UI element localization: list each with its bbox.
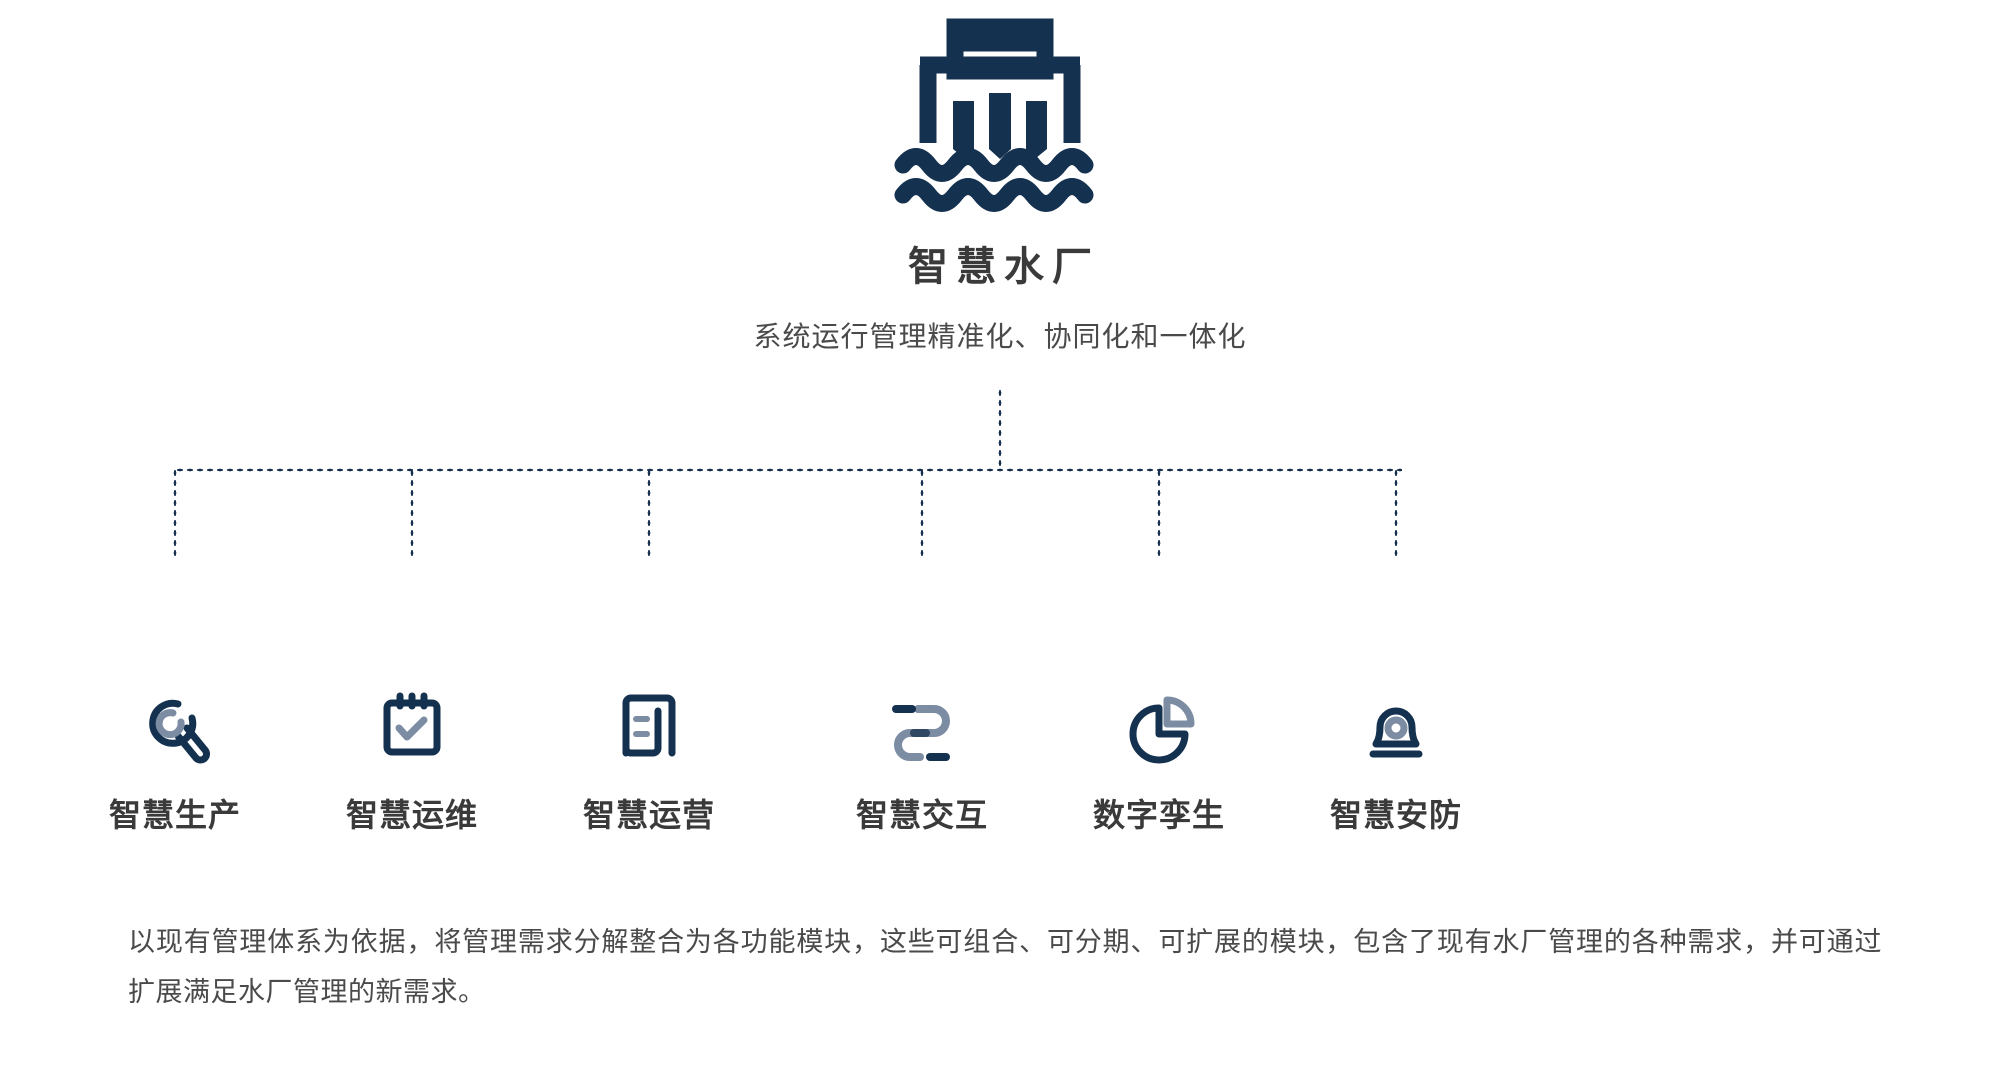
connector-drop-1 [173, 468, 177, 556]
document-list-icon [609, 690, 689, 768]
calendar-check-icon [372, 690, 452, 768]
diagram-header: 智慧水厂 系统运行管理精准化、协同化和一体化 [0, 0, 2000, 355]
feature-node-label: 智慧生产 [108, 797, 242, 833]
page-subtitle: 系统运行管理精准化、协同化和一体化 [753, 321, 1247, 352]
connector-drop-4 [920, 468, 924, 556]
feature-node-label: 智慧运维 [345, 797, 479, 833]
pie-chart-icon [1119, 690, 1199, 768]
feature-node-smart-ops[interactable]: 智慧运维 [346, 690, 478, 836]
feature-node-label: 数字孪生 [1092, 797, 1226, 833]
dome-camera-icon [1356, 690, 1436, 768]
feature-node-label: 智慧交互 [855, 797, 989, 833]
wrench-magnifier-icon [135, 690, 215, 768]
connector-drop-6 [1394, 468, 1398, 556]
connector-drop-5 [1157, 468, 1161, 556]
feature-node-label: 智慧运营 [582, 797, 716, 833]
feature-node-digital-twin[interactable]: 数字孪生 [1093, 690, 1225, 836]
connector-drop-2 [410, 468, 414, 556]
water-plant-icon [890, 18, 1110, 223]
connector-trunk [998, 388, 1002, 470]
feature-node-label: 智慧安防 [1329, 797, 1463, 833]
feature-node-smart-interaction[interactable]: 智慧交互 [856, 690, 988, 836]
description-paragraph: 以现有管理体系为依据，将管理需求分解整合为各功能模块，这些可组合、可分期、可扩展… [128, 927, 1882, 1007]
feature-node-smart-security[interactable]: 智慧安防 [1330, 690, 1462, 836]
feature-node-smart-production[interactable]: 智慧生产 [109, 690, 241, 836]
connector-bus [175, 468, 1402, 472]
link-exchange-icon [882, 690, 962, 768]
connector-drop-3 [647, 468, 651, 556]
feature-node-smart-operation[interactable]: 智慧运营 [583, 690, 715, 836]
page-title: 智慧水厂 [908, 245, 1100, 289]
